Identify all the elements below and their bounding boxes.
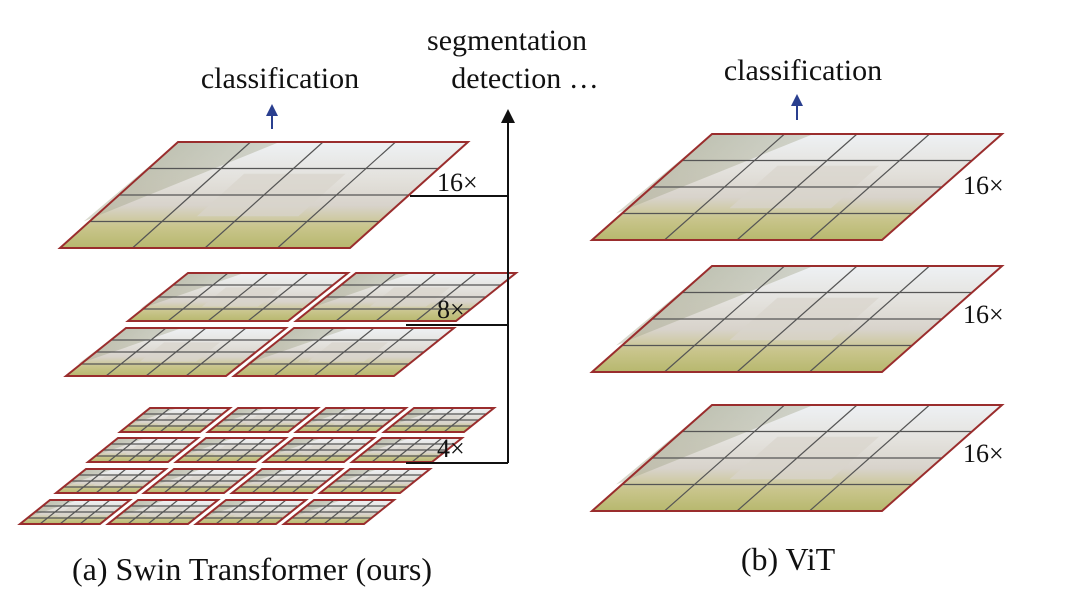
vit-feature-map-middle — [589, 265, 1005, 373]
vit-panel-top — [589, 133, 1005, 241]
vit-caption: (b) ViT — [741, 541, 836, 577]
swin-caption: (a) Swin Transformer (ours) — [72, 551, 432, 587]
swin-4x-window-1-1 — [141, 468, 257, 494]
swin-4x-window-3-0 — [117, 407, 233, 433]
swin-4x-window-3-2 — [293, 407, 409, 433]
swin-8x-window-0-0 — [63, 327, 289, 377]
swin-scale-4x-label: 4× — [437, 434, 465, 463]
swin-feature-map-16x — [57, 141, 471, 249]
swin-feature-map-8x — [63, 272, 519, 377]
swin-4x-window-3-1 — [205, 407, 321, 433]
swin-4x-window-0-0 — [17, 499, 133, 525]
tasks-label-line1: segmentation — [427, 24, 587, 57]
swin-4x-window-3-3 — [381, 407, 497, 433]
swin-4x-window-1-0 — [53, 468, 169, 494]
swin-connector-lines — [406, 109, 515, 464]
swin-4x-window-2-3 — [349, 437, 465, 463]
swin-4x-window-2-2 — [261, 437, 377, 463]
swin-scale-16x-label: 16× — [437, 168, 478, 197]
vit-scale-middle-label: 16× — [963, 300, 1004, 329]
swin-classification-label: classification — [201, 62, 359, 95]
tasks-label-line2: detection … — [451, 62, 598, 95]
swin-4x-window-0-1 — [105, 499, 221, 525]
vit-classification-label: classification — [724, 54, 882, 87]
vit-panel-bottom — [589, 404, 1005, 512]
vit-scale-top-label: 16× — [963, 171, 1004, 200]
swin-8x-window-1-0 — [125, 272, 351, 322]
vit-scale-bottom-label: 16× — [963, 439, 1004, 468]
vit-feature-map-top — [589, 133, 1005, 241]
swin-4x-window-0-3 — [281, 499, 397, 525]
swin-8x-window-1-1 — [293, 272, 519, 322]
swin-feature-map-4x — [17, 407, 497, 525]
swin-8x-window-0-1 — [231, 327, 457, 377]
vit-feature-map-bottom — [589, 404, 1005, 512]
swin-16x-panel — [57, 141, 471, 249]
swin-4x-window-0-2 — [193, 499, 309, 525]
swin-scale-8x-label: 8× — [437, 295, 465, 324]
swin-4x-window-1-2 — [229, 468, 345, 494]
swin-4x-window-2-1 — [173, 437, 289, 463]
vit-panel-middle — [589, 265, 1005, 373]
swin-4x-window-1-3 — [317, 468, 433, 494]
swin-4x-window-2-0 — [85, 437, 201, 463]
